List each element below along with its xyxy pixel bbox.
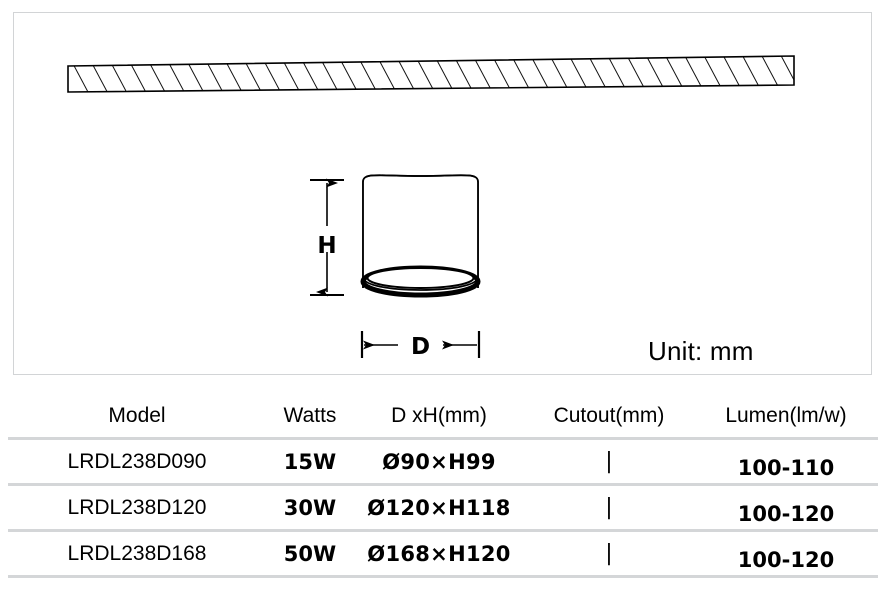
cell-dxh: Ø168×H120 bbox=[367, 541, 511, 566]
cell-cutout: | bbox=[605, 541, 613, 566]
cell-watts: 15W bbox=[283, 449, 337, 474]
cell-model: LRDL238D090 bbox=[67, 449, 207, 473]
drawing-panel bbox=[13, 12, 872, 375]
table-row: LRDL238D168 50W Ø168×H120 | 100-120 bbox=[8, 530, 878, 577]
cell-dxh: Ø120×H118 bbox=[367, 495, 511, 520]
cell-model: LRDL238D120 bbox=[67, 495, 207, 519]
cell-cutout: | bbox=[605, 449, 613, 474]
unit-label: Unit: mm bbox=[648, 336, 754, 366]
column-header-watts: Watts bbox=[283, 404, 337, 427]
cell-lumen: 100-120 bbox=[737, 548, 835, 572]
table-header-row: Model Watts D xH(mm) Cutout(mm) Lumen(lm… bbox=[8, 400, 878, 439]
column-header-cutout: Cutout(mm) bbox=[553, 404, 665, 427]
specification-table: Model Watts D xH(mm) Cutout(mm) Lumen(lm… bbox=[8, 400, 878, 578]
cell-watts: 30W bbox=[283, 495, 337, 520]
cell-cutout: | bbox=[605, 495, 613, 520]
column-header-lumen: Lumen(lm/w) bbox=[725, 404, 847, 427]
cell-dxh: Ø90×H99 bbox=[382, 449, 496, 474]
cell-watts: 50W bbox=[283, 541, 337, 566]
cell-model: LRDL238D168 bbox=[67, 541, 207, 565]
table-row: LRDL238D120 30W Ø120×H118 | 100-120 bbox=[8, 484, 878, 531]
cell-lumen: 100-120 bbox=[737, 502, 835, 526]
table-row: LRDL238D090 15W Ø90×H99 | 100-110 bbox=[8, 438, 878, 485]
column-header-dxh: D xH(mm) bbox=[391, 404, 487, 427]
column-header-model: Model bbox=[108, 404, 166, 427]
cell-lumen: 100-110 bbox=[737, 456, 835, 480]
